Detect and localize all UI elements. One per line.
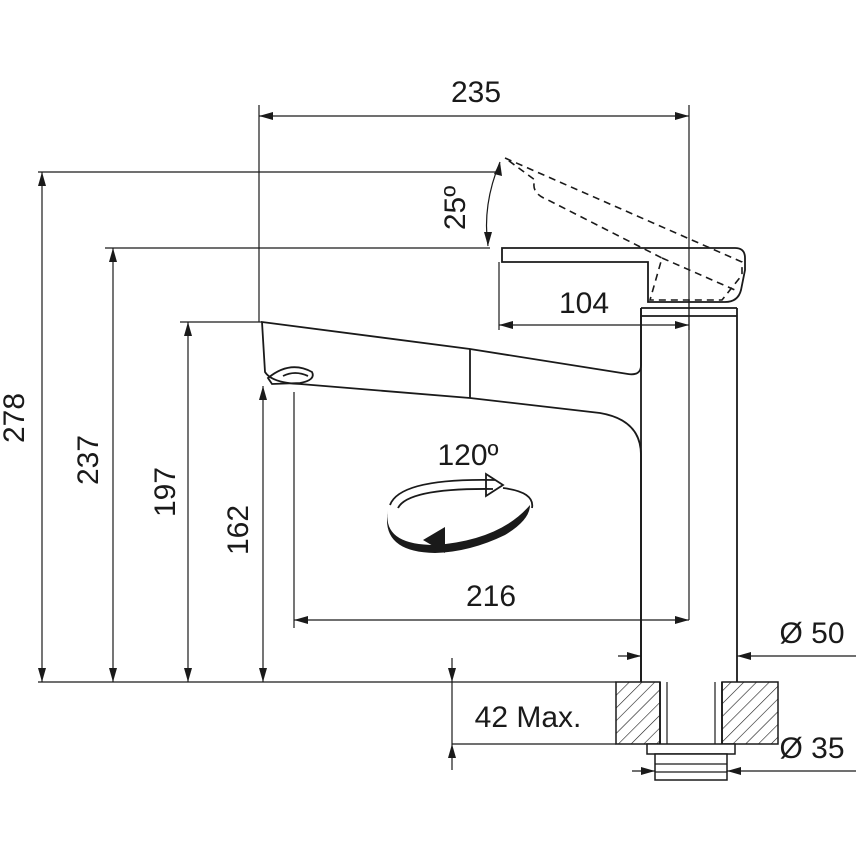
arrow-237-bottom bbox=[109, 668, 117, 682]
spout-outline bbox=[261, 308, 642, 682]
dimension-237: 237 bbox=[72, 248, 117, 682]
countertop-right-hatch bbox=[721, 681, 779, 745]
swivel-angle-label: 120º bbox=[437, 439, 498, 472]
swivel-arc-right bbox=[502, 487, 534, 509]
dimension-162: 162 bbox=[222, 386, 267, 682]
countertop-left-hatch bbox=[615, 681, 661, 745]
swivel-arrow-head-bottom bbox=[423, 527, 445, 553]
dimension-diameter-35: Ø 35 bbox=[632, 732, 856, 775]
mounting-nut bbox=[654, 753, 728, 781]
label-278: 278 bbox=[0, 393, 31, 443]
arrow-35-left bbox=[641, 767, 655, 775]
arrow-235-left bbox=[259, 112, 273, 120]
arrow-25-top bbox=[494, 162, 502, 176]
arrow-216-left bbox=[294, 616, 308, 624]
dimension-104: 104 bbox=[499, 287, 689, 329]
swivel-rotation-arrow: 120º bbox=[386, 439, 534, 553]
spout-aerator-detail bbox=[282, 372, 309, 377]
arrow-162-bottom bbox=[259, 668, 267, 682]
dimension-216: 216 bbox=[294, 580, 689, 624]
swivel-arc-top-outer bbox=[397, 488, 494, 509]
arrow-42-bottom bbox=[448, 744, 456, 758]
arrow-235-right bbox=[675, 112, 689, 120]
arrow-104-right bbox=[675, 321, 689, 329]
arrow-278-top bbox=[38, 172, 46, 186]
swivel-arc-top bbox=[389, 478, 496, 506]
dimension-42-max: 42 Max. bbox=[448, 658, 581, 770]
dimension-25-degree: 25º bbox=[439, 161, 502, 247]
label-50: Ø 50 bbox=[779, 617, 844, 650]
dimension-diameter-50: Ø 50 bbox=[618, 617, 856, 660]
arrow-50-right bbox=[737, 652, 751, 660]
arrow-35-right bbox=[727, 767, 741, 775]
arrow-216-right bbox=[675, 616, 689, 624]
arrow-42-top bbox=[448, 668, 456, 682]
label-35: Ø 35 bbox=[779, 732, 844, 765]
label-42-max: 42 Max. bbox=[475, 701, 582, 734]
lever-handle-raised bbox=[504, 157, 743, 301]
label-104: 104 bbox=[559, 287, 609, 320]
dimension-278: 278 bbox=[0, 172, 46, 682]
lever-handle-raised-inner bbox=[661, 257, 736, 291]
label-162: 162 bbox=[222, 505, 255, 555]
label-25: 25º bbox=[439, 186, 472, 230]
swivel-arrow-head-top bbox=[485, 472, 505, 498]
arrow-104-left bbox=[499, 321, 513, 329]
lever-handle bbox=[501, 247, 746, 303]
label-197: 197 bbox=[149, 467, 182, 517]
arrow-278-bottom bbox=[38, 668, 46, 682]
label-237: 237 bbox=[72, 435, 105, 485]
countertop-section bbox=[615, 681, 779, 781]
label-216: 216 bbox=[466, 580, 516, 613]
arrow-50-left bbox=[627, 652, 641, 660]
dimension-197: 197 bbox=[149, 322, 192, 682]
spout-aerator bbox=[266, 366, 314, 385]
arrow-197-top bbox=[184, 322, 192, 336]
mounting-washer bbox=[646, 743, 736, 755]
arrow-25-bottom bbox=[484, 232, 492, 246]
label-235: 235 bbox=[451, 76, 501, 109]
extension-lines bbox=[38, 105, 690, 745]
arrow-197-bottom bbox=[184, 668, 192, 682]
dimension-235: 235 bbox=[259, 76, 689, 120]
arrow-162-top bbox=[259, 386, 267, 400]
swivel-arc-bottom bbox=[386, 505, 530, 553]
arrow-237-top bbox=[109, 248, 117, 262]
